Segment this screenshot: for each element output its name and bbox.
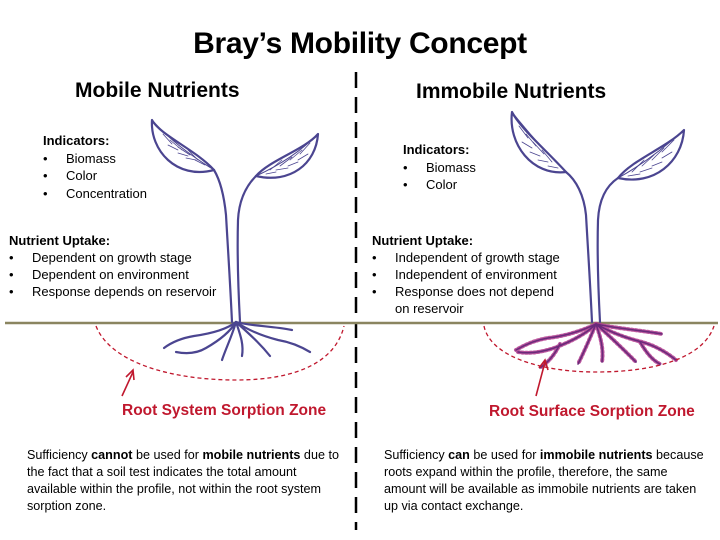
right-indicator-item: Biomass (403, 159, 476, 177)
left-sorption-zone (95, 325, 345, 381)
left-indicator-item: Concentration (43, 185, 147, 203)
right-uptake-heading: Nutrient Uptake: (372, 233, 474, 248)
right-indicators: Indicators: Biomass Color (403, 141, 476, 194)
right-roots-icon (514, 322, 678, 370)
left-uptake-heading: Nutrient Uptake: (9, 233, 111, 248)
left-uptake-item: Dependent on environment (9, 266, 339, 283)
right-uptake-item: Response does not depend on reservoir (372, 283, 572, 317)
immobile-nutrients-heading: Immobile Nutrients (416, 80, 607, 103)
page-title: Bray’s Mobility Concept (193, 27, 527, 60)
right-zone-label: Root Surface Sorption Zone (489, 403, 695, 420)
left-zone-label: Root System Sorption Zone (122, 402, 327, 419)
mobile-nutrients-heading: Mobile Nutrients (75, 79, 240, 102)
right-sufficiency-note: Sufficiency can be used for immobile nut… (384, 448, 704, 513)
right-uptake-item: Independent of environment (372, 266, 572, 283)
right-plant-icon (510, 110, 686, 324)
right-uptake-item: Independent of growth stage (372, 249, 572, 266)
left-indicators: Indicators: Biomass Color Concentration (43, 132, 147, 202)
left-indicator-item: Color (43, 167, 147, 185)
left-indicator-item: Biomass (43, 150, 147, 168)
left-sufficiency-note: Sufficiency cannot be used for mobile nu… (27, 448, 339, 513)
left-uptake-item: Response depends on reservoir (9, 283, 339, 300)
right-zone-arrow (535, 358, 549, 397)
right-sorption-zone (483, 325, 715, 373)
left-zone-arrow (121, 368, 135, 397)
right-indicators-heading: Indicators: (403, 142, 470, 157)
left-nutrient-uptake: Nutrient Uptake: Dependent on growth sta… (9, 232, 339, 300)
right-indicator-item: Color (403, 176, 476, 194)
left-indicators-heading: Indicators: (43, 133, 110, 148)
left-uptake-item: Dependent on growth stage (9, 249, 339, 266)
right-nutrient-uptake: Nutrient Uptake: Independent of growth s… (372, 232, 572, 317)
